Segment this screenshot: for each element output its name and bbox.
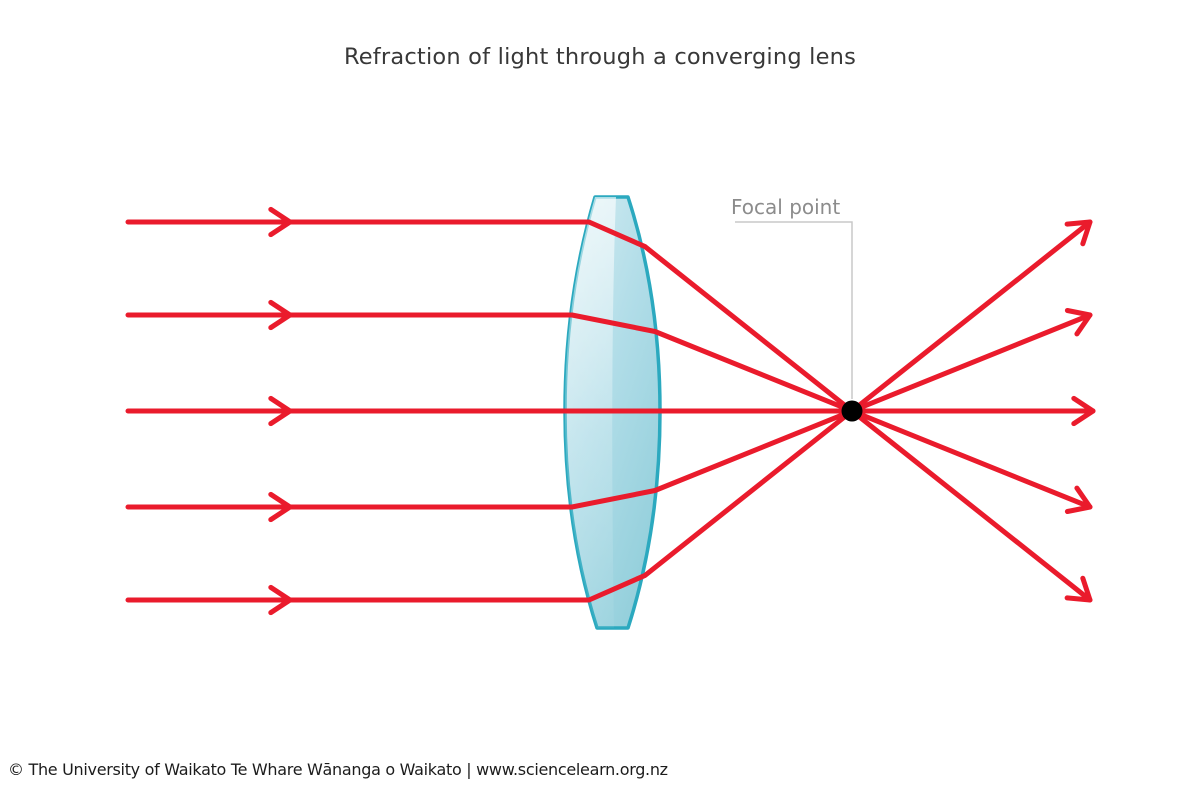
light-ray [125, 219, 1093, 603]
ray-arrowhead-icon [1064, 485, 1093, 514]
diagram-title: Refraction of light through a converging… [343, 44, 857, 70]
copyright-footer: © The University of Waikato Te Whare Wān… [8, 760, 668, 779]
ray-arrowhead-icon [1064, 308, 1093, 337]
ray-arrowhead-icon [1071, 395, 1096, 427]
light-ray [125, 312, 1093, 510]
focal-point-label: Focal point [731, 195, 841, 219]
ray-arrowhead-icon [268, 299, 293, 331]
ray-arrowhead-icon [1064, 575, 1093, 603]
ray-arrowhead-icon [268, 395, 293, 427]
focal-point-dot [841, 400, 863, 422]
focal-point-callout-line [735, 221, 853, 399]
ray-arrowhead-icon [268, 206, 293, 238]
ray-arrowhead-icon [1064, 219, 1093, 247]
rays-group [125, 206, 1096, 616]
light-ray [125, 312, 1093, 510]
ray-arrowhead-icon [268, 491, 293, 523]
ray-arrowhead-icon [268, 584, 293, 616]
light-ray [125, 219, 1093, 603]
